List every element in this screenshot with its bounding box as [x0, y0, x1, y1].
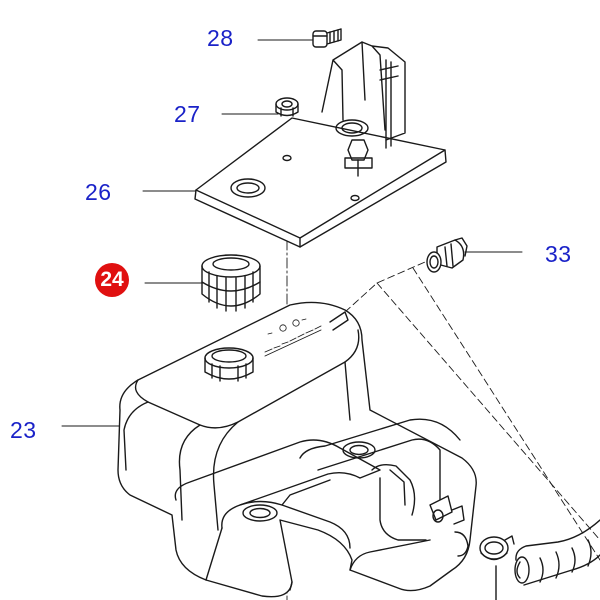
- hose-clamp: [479, 535, 515, 600]
- nut-part-27: [275, 97, 299, 117]
- filler-cap-part-24: [201, 254, 261, 312]
- callout-27: 27: [174, 101, 201, 127]
- bolt-part-28: [312, 28, 342, 48]
- callout-28: 28: [207, 25, 234, 51]
- callout-33: 33: [545, 241, 572, 267]
- leader-lines: [61, 39, 523, 427]
- reservoir-tank-part-23: [117, 301, 477, 598]
- hose: [514, 519, 600, 586]
- callout-24-highlighted: 24: [95, 263, 129, 297]
- bracket-plate-part-26: [194, 41, 447, 248]
- hose-route-lines: [344, 261, 600, 561]
- callout-23: 23: [10, 417, 37, 443]
- hose-connector-part-33: [426, 237, 468, 273]
- callout-26: 26: [85, 179, 112, 205]
